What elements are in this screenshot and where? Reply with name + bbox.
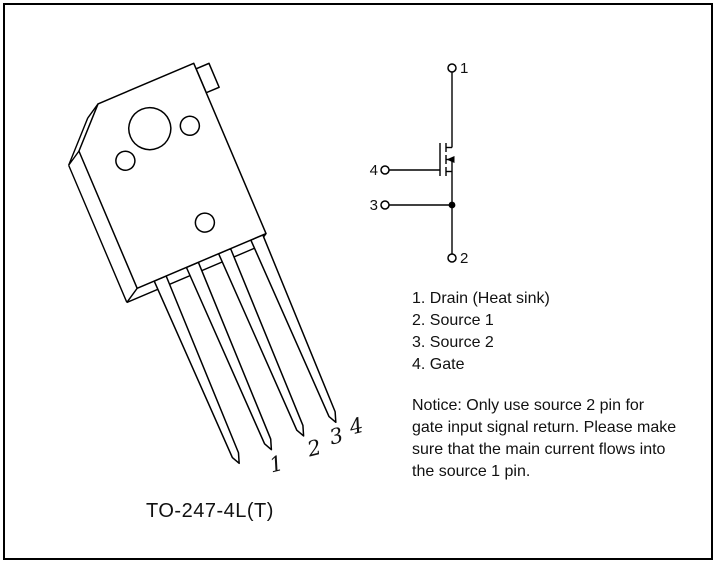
mounting-hole: [128, 106, 172, 151]
terminal-4-circle: [380, 165, 390, 175]
pin-description-2: 2. Source 1: [412, 312, 494, 329]
junction-dot: [448, 201, 456, 209]
schematic-pin-3-label: 3: [370, 197, 378, 214]
package-name-label: TO-247-4L(T): [146, 500, 274, 522]
terminal-1-circle: [447, 63, 457, 73]
lead-1: [153, 275, 240, 465]
small-hole-1: [115, 150, 136, 171]
schematic-pin-1-label: 1: [460, 60, 468, 77]
pin-description-1: 1. Drain (Heat sink): [412, 290, 550, 307]
lead-number-2: 2: [304, 435, 324, 462]
lead-number-3: 3: [327, 423, 346, 450]
lead-number-4: 4: [346, 413, 366, 440]
figure-border: [3, 3, 713, 560]
terminal-2-circle: [447, 253, 457, 263]
pin-description-4: 4. Gate: [412, 356, 465, 373]
notice-text: Notice: Only use source 2 pin for gate i…: [412, 397, 677, 480]
lead-number-1: 1: [267, 451, 286, 478]
small-hole-3: [194, 212, 216, 233]
pin-description-3: 3. Source 2: [412, 334, 494, 351]
mosfet-schematic: 1 2 4 3: [370, 60, 469, 267]
package-drawing: 1 2 3 4: [68, 62, 366, 478]
package-body-group: [68, 62, 337, 465]
schematic-pin-2-label: 2: [460, 250, 468, 267]
body-arrow-icon: [446, 156, 455, 163]
small-hole-2: [179, 115, 201, 137]
package-front-face: [78, 62, 267, 290]
schematic-pin-4-label: 4: [370, 162, 378, 179]
terminal-3-circle: [380, 200, 390, 210]
pin-description-list: 1. Drain (Heat sink) 2. Source 1 3. Sour…: [412, 288, 550, 376]
